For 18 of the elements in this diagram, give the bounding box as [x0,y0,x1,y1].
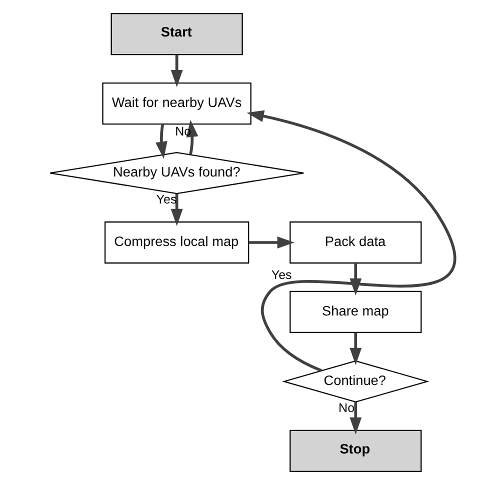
node-diamond: Nearby UAVs found? [48,151,304,194]
arrow [170,54,182,87]
arrow [349,332,362,365]
node-box: Wait for nearby UAVs [102,82,251,124]
arrow [170,193,182,226]
node-box: Share map [289,290,422,333]
arrow [186,119,198,154]
arrow [246,110,455,372]
arrow [155,123,167,158]
node-box: Compress local map [104,220,249,264]
node-box: Pack data [289,220,422,264]
arrow [349,402,362,434]
node-box: Start [110,12,242,55]
edge-label: Yes [270,267,292,282]
arrow [248,236,294,248]
node-box: Stop [289,429,422,472]
node-diamond: Continue? [281,360,429,402]
edge-label: No [338,400,354,415]
